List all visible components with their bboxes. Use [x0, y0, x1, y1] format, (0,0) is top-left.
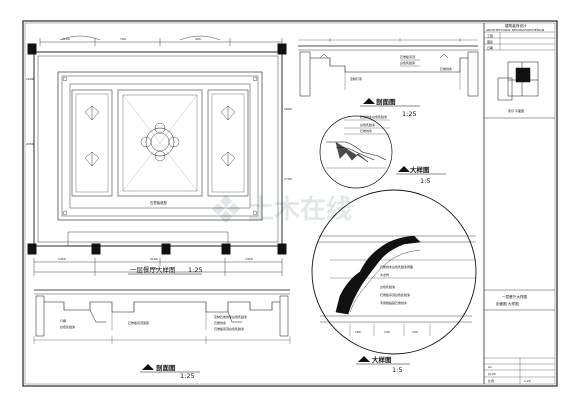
- watermark: 土木在线: [211, 194, 352, 225]
- detail-large-dim-3: 100: [412, 330, 418, 334]
- plan-dim-bottom-total: 9950: [150, 267, 158, 271]
- plan-dim-top-2: 700: [120, 37, 126, 41]
- plan-dim-right-2: 1700: [284, 177, 292, 181]
- title-block-text: 建筑装饰设计 ARCHITECTURAL DECORATION DESIGN 工…: [486, 23, 544, 383]
- detail-large-label-3: 白色乳胶漆: [380, 284, 395, 289]
- drawing-subtitle: 剖面图 大样图: [496, 301, 519, 306]
- plan-dim-top-3: 420: [195, 37, 201, 41]
- plan-ceiling-material-label: 石膏板造型: [150, 200, 168, 205]
- section-bottom-label-1: 灯槽: [60, 318, 66, 323]
- section-right-labels: 石膏板吊顶 白色乳胶漆 石膏线条 定制灯带 剖面图 1:25: [350, 54, 452, 118]
- tb-row-project: 工程: [487, 33, 493, 38]
- section-right: [298, 38, 479, 97]
- plan-dim-left-1: 1000: [26, 77, 34, 81]
- plan-dim-left-2: 2050: [26, 142, 34, 146]
- watermark-text: 土木在线: [248, 195, 352, 225]
- watermark-logo-icon: [211, 194, 241, 224]
- detail-large: [311, 189, 477, 355]
- ceiling-plan-labels: 1100 700 420 1450 3180 1450 9950 1000 20…: [26, 37, 292, 275]
- tb-code-1: A1: [488, 365, 492, 369]
- title-block: [483, 23, 555, 384]
- key-plan-caption: 索引 平面图: [508, 108, 524, 113]
- section-bottom-label-4: 定制石膏线条白色乳胶漆: [214, 314, 247, 319]
- company-name: 建筑装饰设计: [505, 23, 527, 28]
- plan-dim-bottom-1: 1450: [58, 257, 66, 261]
- tb-row-title: 图名: [487, 39, 493, 44]
- section-right-caption-scale: 1:25: [402, 110, 417, 118]
- detail-small: [319, 115, 393, 189]
- section-bottom-label-3: 石膏板吊顶造型: [128, 320, 149, 325]
- detail-large-label-1: 石膏线条白色乳胶漆饰面: [380, 264, 413, 269]
- detail-small-label-3: 石膏线条: [360, 128, 372, 133]
- section-right-label-4: 定制灯带: [350, 76, 362, 81]
- company-name-en: ARCHITECTURAL DECORATION DESIGN: [486, 28, 544, 32]
- section-bottom-label-6: 石膏板吊顶白色乳胶漆: [214, 326, 244, 331]
- ceiling-plan: [27, 35, 287, 276]
- detail-large-label-5: 专用胶粘贴石膏线条: [380, 300, 407, 305]
- tb-row-date: 日期: [487, 45, 493, 50]
- plan-dim-bottom-2: 3180: [150, 257, 158, 261]
- detail-large-caption-scale: 1:5: [392, 366, 402, 374]
- sheet-border: [22, 20, 558, 387]
- section-bottom: [33, 289, 291, 344]
- detail-small-labels: 石膏线条白色乳胶漆 白色乳胶漆 石膏线条 大样图 1:5: [360, 114, 446, 185]
- tb-code-3: 比例: [488, 378, 494, 383]
- section-bottom-label-5: 石膏线条: [214, 320, 226, 325]
- section-right-label-3: 石膏线条: [440, 66, 452, 71]
- detail-small-caption-scale: 1:5: [420, 177, 430, 185]
- sheet-inner-border: [24, 22, 556, 385]
- tb-code-2: JS-09: [487, 372, 496, 376]
- plan-dim-right-1: 1800: [284, 107, 292, 111]
- key-plan-icon: [497, 61, 539, 101]
- detail-large-dim-2: 130: [384, 330, 390, 334]
- detail-large-dim-1: 180: [355, 330, 361, 334]
- detail-large-label-2: 木龙骨: [380, 272, 389, 277]
- detail-large-labels: 石膏线条白色乳胶漆饰面 木龙骨 白色乳胶漆 石膏板吊顶白色乳胶漆 专用胶粘贴石膏…: [355, 264, 418, 374]
- section-bottom-caption-scale: 1:25: [180, 372, 195, 380]
- section-right-caption: 剖面图: [376, 97, 396, 106]
- detail-large-caption: 大样图: [372, 355, 392, 364]
- plan-caption: 一层餐厅大样图: [130, 265, 176, 274]
- detail-small-label-2: 白色乳胶漆: [360, 122, 375, 127]
- detail-small-label-1: 石膏线条白色乳胶漆: [360, 114, 387, 119]
- plan-dim-top-1: 1100: [62, 37, 70, 41]
- section-bottom-caption: 剖面图: [156, 363, 176, 372]
- detail-small-caption: 大样图: [410, 165, 430, 174]
- section-bottom-labels: 灯槽 白色乳胶漆 石膏板吊顶造型 定制石膏线条白色乳胶漆 石膏线条 石膏板吊顶白…: [60, 314, 247, 380]
- plan-dim-bottom-3: 1450: [245, 257, 253, 261]
- section-bottom-label-2: 白色乳胶漆: [60, 324, 75, 329]
- plan-caption-scale: 1:25: [188, 266, 203, 274]
- detail-large-label-4: 石膏板吊顶白色乳胶漆: [380, 292, 410, 297]
- drawing-title: 一层餐厅大样图: [502, 294, 528, 299]
- section-right-label-1: 石膏板吊顶: [400, 54, 415, 59]
- tb-code-4: 1:25: [524, 379, 531, 383]
- section-right-label-2: 白色乳胶漆: [400, 60, 415, 65]
